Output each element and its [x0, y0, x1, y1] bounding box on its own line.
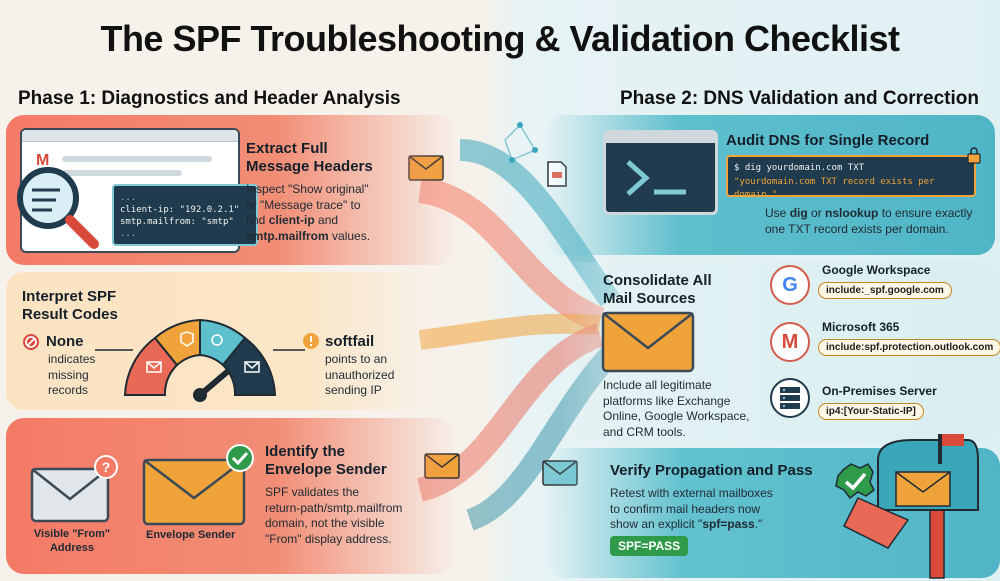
consolidate-desc-line: and CRM tools. [603, 424, 686, 439]
interpret-title-line2: Result Codes [22, 306, 118, 323]
phase2-heading: Phase 2: DNS Validation and Correction [620, 88, 979, 109]
phase1-heading: Phase 1: Diagnostics and Header Analysis [18, 88, 401, 109]
softfail-description: points to an unauthorized sending IP [325, 352, 394, 399]
visible-from-line2: Address [49, 542, 95, 555]
include-onprem-pill: ip4:[Your-Static-IP] [818, 403, 924, 420]
extract-desc-line: Inspect "Show original" [246, 182, 369, 196]
spf-pass-badge: SPF=PASS [610, 536, 689, 556]
consolidate-title: Consolidate All Mail Sources [603, 272, 712, 308]
terminal-titlebar [606, 133, 715, 143]
consolidate-title-line2: Mail Sources [603, 290, 696, 307]
google-logo-icon: G [770, 265, 810, 305]
visible-from-envelope-icon: ? [30, 455, 118, 523]
verify-desc-line: show an explicit "spf=pass." [610, 517, 763, 532]
verify-title: Verify Propagation and Pass [610, 462, 813, 479]
alert-icon [303, 333, 319, 349]
extract-desc-line: smtp.mailfrom values. [246, 228, 371, 243]
audit-desc-line: Use dig or nslookup to ensure exactly [765, 206, 973, 220]
softfail-desc-line: unauthorized [325, 367, 395, 382]
code-mailfrom: smtp.mailfrom: "smtp" [120, 217, 234, 228]
consolidate-title-line1: Consolidate All [603, 272, 712, 289]
visible-from-label: Visible "From" Address [22, 527, 122, 556]
interpret-title-line1: Interpret SPF [22, 288, 117, 305]
prohibited-icon [23, 334, 39, 350]
none-desc-line: records [48, 383, 89, 398]
extract-desc-line: or "Message trace" to [246, 197, 361, 212]
audit-title: Audit DNS for Single Record [726, 132, 930, 149]
consolidate-desc-line: Online, Google Workspace, [603, 409, 750, 424]
content-line [62, 156, 212, 162]
visible-from-line1: Visible "From" [33, 528, 111, 540]
envelope-title-line2: Envelope Sender [265, 461, 387, 478]
extract-title-line1: Extract Full [246, 140, 328, 157]
include-google-pill: include:_spf.google.com [818, 282, 952, 299]
code-client-ip: client-ip: "192.0.2.1" [120, 205, 240, 216]
softfail-desc-line: points to an [325, 352, 388, 366]
svg-text:?: ? [102, 459, 111, 475]
extract-description: Inspect "Show original" or "Message trac… [246, 182, 436, 244]
consolidate-description: Include all legitimate platforms like Ex… [603, 378, 750, 440]
dig-output-box: $ dig yourdomain.com TXT "yourdomain.com… [726, 155, 976, 200]
interpret-title: Interpret SPF Result Codes [22, 288, 118, 324]
envelope-desc-line: SPF validates the [265, 485, 360, 499]
envelope-title: Identify the Envelope Sender [265, 443, 387, 479]
mail-sources-envelope-icon [601, 311, 695, 373]
softfail-desc-line: sending IP [325, 383, 382, 398]
audit-description: Use dig or nslookup to ensure exactly on… [765, 206, 972, 237]
code-dots: ... [120, 193, 137, 203]
envelope-title-line1: Identify the [265, 443, 346, 460]
verify-desc-line: to confirm mail headers now [610, 501, 761, 516]
extract-desc-line: find client-ip and [246, 213, 339, 228]
none-desc-line: missing [48, 367, 89, 382]
spf-gauge [95, 318, 305, 402]
dig-result: "yourdomain.com TXT record exists per do… [734, 176, 935, 201]
source-name-onprem: On-Premises Server [822, 384, 937, 398]
none-description: indicates missing records [48, 352, 95, 399]
gmail-logo-icon: M [36, 152, 50, 169]
envelope-desc-line: return-path/smtp.mailfrom [265, 500, 403, 515]
softfail-label: softfail [325, 333, 375, 350]
include-microsoft-pill: include:spf.protection.outlook.com [818, 339, 1000, 356]
dig-command: $ dig yourdomain.com TXT [734, 163, 865, 173]
extract-title-line2: Message Headers [246, 158, 373, 175]
page-title: The SPF Troubleshooting & Validation Che… [100, 18, 900, 59]
verify-desc-line: Retest with external mailboxes [610, 486, 773, 500]
none-desc-line: indicates [48, 352, 96, 366]
header-code-box: ... client-ip: "192.0.2.1" smtp.mailfrom… [112, 184, 258, 246]
none-label: None [46, 333, 84, 350]
terminal-prompt-icon [626, 160, 686, 196]
magnifier-icon [17, 167, 99, 249]
source-name-microsoft: Microsoft 365 [822, 320, 900, 334]
envelope-sender-label: Envelope Sender [146, 529, 236, 541]
envelope-desc-line: "From" display address. [265, 531, 392, 546]
source-name-google: Google Workspace [822, 263, 931, 277]
consolidate-desc-line: platforms like Exchange [603, 393, 731, 408]
envelope-desc-line: domain, not the visible [265, 516, 385, 531]
window-titlebar [22, 130, 238, 142]
content-line [62, 170, 182, 176]
verify-description: Retest with external mailboxes to confir… [610, 486, 773, 533]
audit-desc-line: one TXT record exists per domain. [765, 221, 949, 236]
envelope-description: SPF validates the return-path/smtp.mailf… [265, 485, 402, 547]
gmail-logo-icon: M [770, 322, 810, 362]
envelope-sender-icon [142, 444, 254, 526]
lock-icon [967, 147, 981, 164]
server-icon [770, 378, 810, 418]
terminal-window [603, 130, 718, 215]
mailbox-icon [835, 434, 979, 579]
consolidate-desc-line: Include all legitimate [603, 378, 712, 392]
code-dots: ... [120, 229, 137, 240]
server-rack-icon [780, 387, 800, 409]
extract-title: Extract Full Message Headers [246, 140, 373, 176]
